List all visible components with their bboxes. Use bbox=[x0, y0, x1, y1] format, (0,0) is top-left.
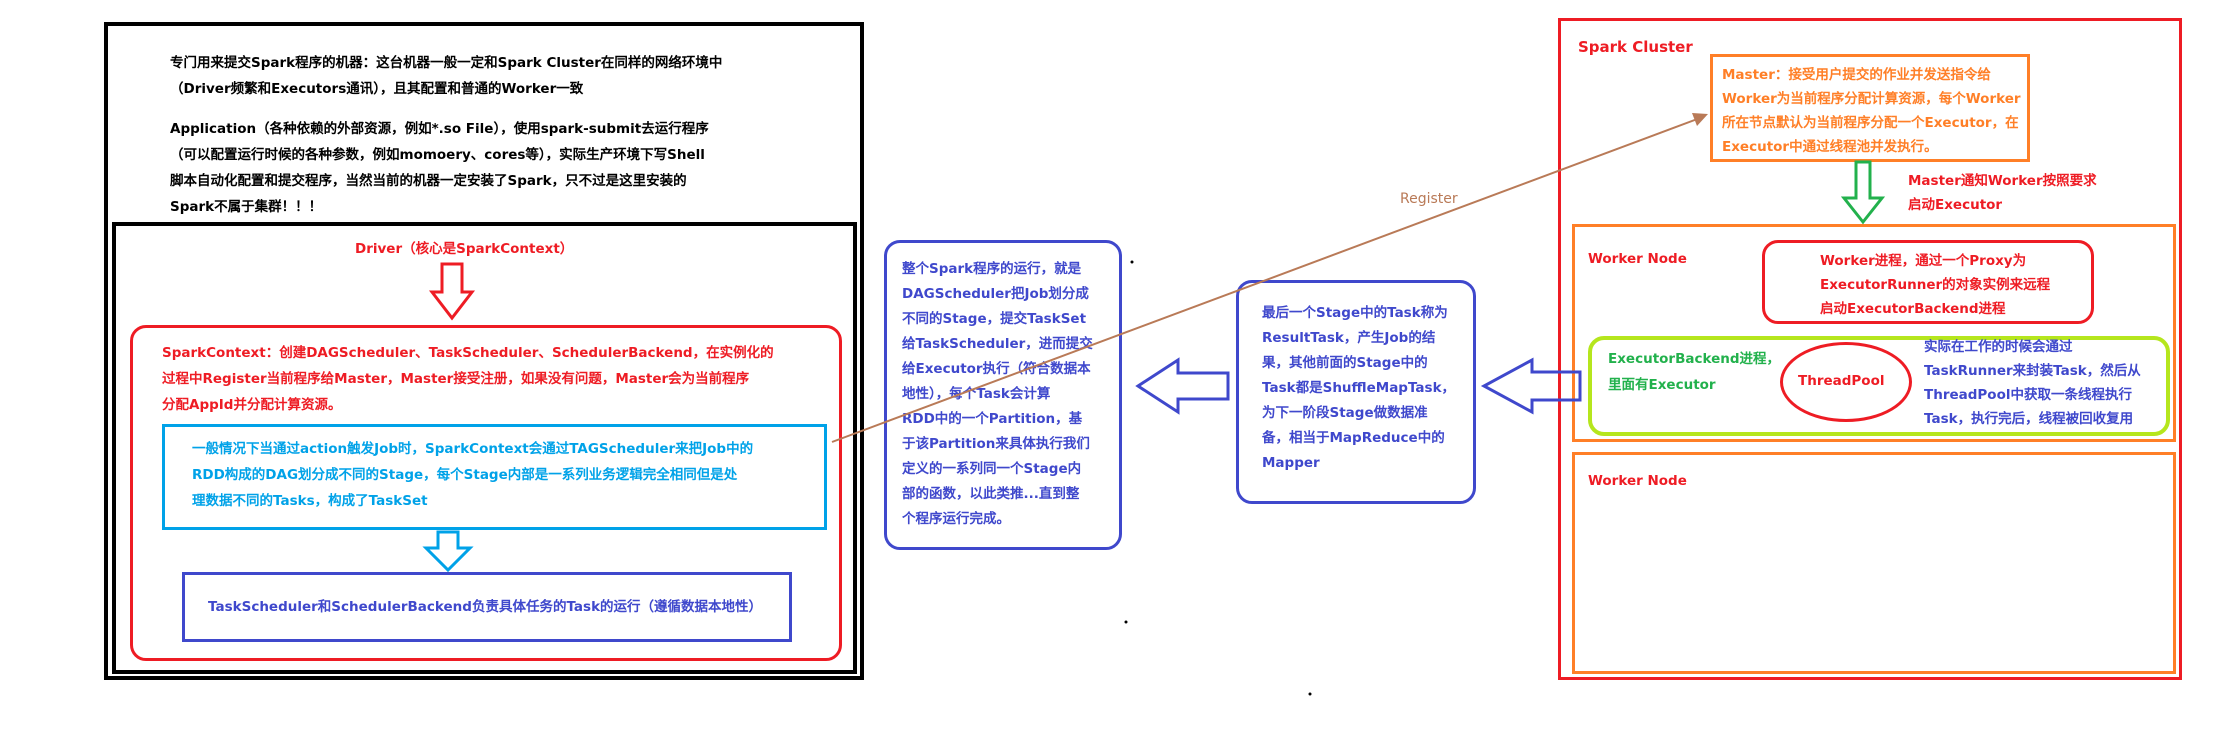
worker-proc-line-2: 启动ExecutorBackend进程 bbox=[1820, 301, 2006, 317]
spark-context-line3: 分配AppId并分配计算资源。 bbox=[162, 397, 342, 413]
executor-backend-line-1: 里面有Executor bbox=[1608, 377, 1716, 393]
dot-mark bbox=[1124, 620, 1128, 624]
dag-line-0: 整个Spark程序的运行，就是 bbox=[902, 261, 1082, 277]
action-line2: RDD构成的DAG划分成不同的Stage，每个Stage内部是一系列业务逻辑完全… bbox=[192, 467, 738, 483]
thread-note-line-3: Task，执行完后，线程被回收复用 bbox=[1924, 411, 2134, 427]
dag-line-7: 于该Partition来具体执行我们 bbox=[902, 436, 1090, 452]
action-box bbox=[162, 424, 827, 530]
result-to-dag-arrow bbox=[1135, 357, 1230, 415]
worker-process-box bbox=[1762, 240, 2094, 324]
dag-line-5: 地性），每个Task会计算 bbox=[902, 386, 1051, 402]
client-note-line6: Spark不属于集群！！！ bbox=[170, 199, 323, 215]
spark-context-line1: SparkContext：创建DAGScheduler、TaskSchedule… bbox=[162, 345, 774, 361]
dag-line-4: 给Executor执行（符合数据本 bbox=[902, 361, 1091, 377]
result-line-0: 最后一个Stage中的Task称为 bbox=[1262, 305, 1448, 321]
result-line-2: 果，其他前面的Stage中的 bbox=[1262, 355, 1428, 371]
dag-line-9: 部的函数，以此类推...直到整 bbox=[902, 486, 1080, 502]
master-notify-line-0: Master通知Worker按照要求 bbox=[1908, 173, 2097, 189]
worker-proc-line-0: Worker进程，通过一个Proxy为 bbox=[1820, 253, 2027, 269]
master-line-3: Executor中通过线程池并发执行。 bbox=[1722, 139, 1938, 155]
master-line-1: Worker为当前程序分配计算资源，每个Worker bbox=[1722, 91, 2021, 107]
dag-line-3: 给TaskScheduler，进而提交 bbox=[902, 336, 1093, 352]
dag-line-10: 个程序运行完成。 bbox=[902, 511, 1010, 527]
spark-context-box bbox=[130, 325, 842, 661]
thread-pool-ellipse bbox=[1780, 342, 1912, 422]
master-line-0: Master：接受用户提交的作业并发送指令给 bbox=[1722, 67, 1991, 83]
worker-node-2-title: Worker Node bbox=[1588, 473, 1687, 489]
task-scheduler-text: TaskScheduler和SchedulerBackend负责具体任务的Tas… bbox=[208, 599, 763, 615]
worker-node-1-title: Worker Node bbox=[1588, 251, 1687, 267]
thread-pool-label: ThreadPool bbox=[1798, 373, 1885, 389]
client-note-line2: （Driver频繁和Executors通讯），且其配置和普通的Worker一致 bbox=[170, 81, 584, 97]
thread-note-line-0: 实际在工作的时候会通过 bbox=[1924, 339, 2073, 355]
master-line-2: 所在节点默认为当前程序分配一个Executor，在 bbox=[1722, 115, 2019, 131]
dag-line-6: RDD中的一个Partition，基 bbox=[902, 411, 1083, 427]
action-line3: 理数据不同的Tasks，构成了TaskSet bbox=[192, 493, 428, 509]
action-line1: 一般情况下当通过action触发Job时，SparkContext会通过TAGS… bbox=[192, 441, 754, 457]
thread-note-line-2: ThreadPool中获取一条线程执行 bbox=[1924, 387, 2132, 403]
result-line-5: 备，相当于MapReduce中的 bbox=[1262, 430, 1445, 446]
worker-node-2-box bbox=[1572, 452, 2176, 674]
client-note-line1: 专门用来提交Spark程序的机器：这台机器一般一定和Spark Cluster在… bbox=[170, 55, 723, 71]
client-note-line3: Application（各种依赖的外部资源，例如*.so File），使用spa… bbox=[170, 121, 709, 137]
result-line-4: 为下一阶段Stage做数据准 bbox=[1262, 405, 1428, 421]
task-scheduler-box bbox=[182, 572, 792, 642]
result-line-3: Task都是ShuffleMapTask， bbox=[1262, 380, 1456, 396]
result-line-1: ResultTask，产生Job的结 bbox=[1262, 330, 1436, 346]
dot-mark bbox=[1130, 260, 1134, 264]
dot-mark bbox=[1308, 692, 1312, 696]
executor-backend-line-0: ExecutorBackend进程， bbox=[1608, 351, 1781, 367]
dag-line-1: DAGScheduler把Job划分成 bbox=[902, 286, 1089, 302]
dag-line-2: 不同的Stage，提交TaskSet bbox=[902, 311, 1087, 327]
spark-context-line2: 过程中Register当前程序给Master，Master接受注册，如果没有问题… bbox=[162, 371, 750, 387]
client-note-line5: 脚本自动化配置和提交程序，当然当前的机器一定安装了Spark，只不过是这里安装的 bbox=[170, 173, 687, 189]
worker-proc-line-1: ExecutorRunner的对象实例来远程 bbox=[1820, 277, 2051, 293]
master-notify-line-1: 启动Executor bbox=[1908, 197, 2003, 213]
register-label: Register bbox=[1400, 191, 1458, 207]
result-line-6: Mapper bbox=[1262, 455, 1320, 471]
dag-line-8: 定义的一系列同一个Stage内 bbox=[902, 461, 1082, 477]
driver-box bbox=[112, 222, 857, 674]
client-note-line4: （可以配置运行时候的各种参数，例如momoery、cores等），实际生产环境下… bbox=[170, 147, 705, 163]
cluster-title: Spark Cluster bbox=[1578, 38, 1693, 56]
driver-title: Driver（核心是SparkContext） bbox=[355, 241, 574, 257]
thread-note-line-1: TaskRunner来封装Task，然后从 bbox=[1924, 363, 2141, 379]
